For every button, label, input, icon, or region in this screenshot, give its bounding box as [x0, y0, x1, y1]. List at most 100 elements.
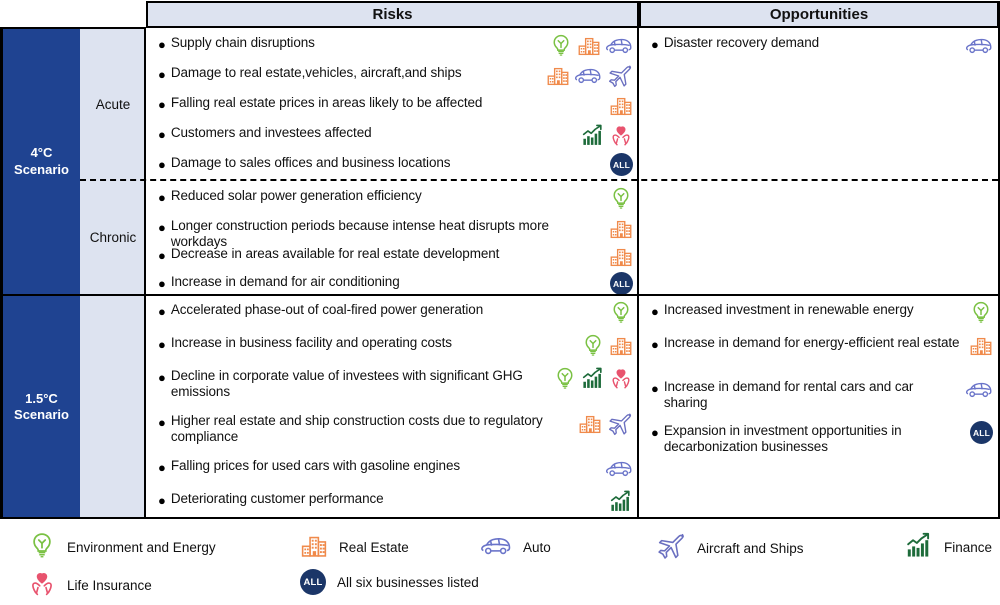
real-estate-icon	[610, 248, 632, 267]
list-item-text: Customers and investees affected	[170, 125, 372, 140]
list-item[interactable]: ●Supply chain disruptions	[146, 34, 639, 65]
legend-label-real-estate: Real Estate	[339, 540, 409, 555]
column-header-risks-label: Risks	[372, 6, 413, 23]
scenario-4c-line1: 4°C	[30, 145, 53, 161]
legend: Environment and Energy	[0, 519, 1000, 605]
environment-energy-icon	[973, 301, 989, 323]
business-icon-group: ALL	[610, 272, 633, 295]
rule-bottom	[0, 517, 1000, 519]
legend-label-all: All six businesses listed	[337, 574, 479, 590]
business-icon-group: ALL	[610, 153, 633, 176]
aircraft-ships-icon	[658, 533, 684, 559]
list-item[interactable]: ●Damage to sales offices and business lo…	[146, 153, 639, 186]
bullet-icon: ●	[651, 337, 659, 352]
risks-1-5c-list: ●Accelerated phase-out of coal-fired pow…	[146, 296, 639, 518]
aircraft-ships-icon	[608, 413, 632, 436]
opportunities-1-5c-list: ● Increased investment in renewable energ…	[639, 296, 999, 518]
list-item[interactable]: ● Damage to real estate,vehicles, aircraf…	[146, 65, 639, 95]
list-item[interactable]: ●Increase in business facility and opera…	[146, 333, 639, 368]
all-businesses-icon: ALL	[300, 569, 326, 595]
list-item-text: Increased investment in renewable energy	[663, 302, 914, 317]
list-item[interactable]: ●Increase in demand for air conditioning…	[146, 272, 639, 302]
column-header-opportunities-label: Opportunities	[769, 6, 869, 23]
list-item[interactable]: ●Longer construction periods because int…	[146, 218, 639, 249]
list-item[interactable]: ●Disaster recovery demand	[639, 35, 999, 65]
rule-scenario-split	[0, 294, 1000, 296]
legend-label-aircraft: Aircraft and Ships	[697, 541, 804, 556]
list-item[interactable]: ● Customers and investees affected	[146, 123, 639, 155]
auto-icon	[574, 68, 601, 84]
bullet-icon: ●	[651, 381, 659, 396]
environment-energy-icon	[585, 334, 601, 356]
bullet-icon: ●	[651, 425, 659, 440]
risks-4c-panel: ● Supply chain disruptions	[146, 29, 639, 295]
list-item[interactable]: ●Increase in demand for rental cars and …	[639, 379, 999, 423]
business-icon-group	[581, 123, 633, 147]
list-item[interactable]: ●Expansion in investment opportunities i…	[639, 421, 999, 467]
list-item[interactable]: ●Accelerated phase-out of coal-fired pow…	[146, 301, 639, 335]
list-item-text: Supply chain disruptions	[170, 35, 315, 50]
auto-icon	[480, 531, 512, 564]
list-item-text: Disaster recovery demand	[663, 35, 820, 50]
life-insurance-icon	[28, 569, 56, 602]
scenario-1-5c-line1: 1.5°C	[25, 390, 58, 406]
environment-energy-icon	[33, 533, 51, 558]
list-item[interactable]: ●Reduced solar power generation efficien…	[146, 186, 639, 218]
business-icon-group	[609, 244, 633, 268]
legend-item-aircraft: Aircraft and Ships	[655, 531, 804, 566]
finance-icon	[582, 367, 602, 388]
list-item[interactable]: ●Higher real estate and ship constructio…	[146, 413, 639, 458]
business-icon-group: ALL	[970, 421, 993, 444]
list-item-text: Increase in demand for energy-efficient …	[663, 335, 960, 350]
rule-left	[0, 27, 2, 519]
column-header-opportunities: Opportunities	[639, 1, 999, 28]
bullet-icon: ●	[158, 460, 166, 475]
list-item-text: Increase in demand for air conditioning	[170, 274, 400, 289]
list-item[interactable]: ●Increased investment in renewable energ…	[639, 301, 999, 335]
list-item-text: Reduced solar power generation efficienc…	[170, 188, 422, 203]
auto-icon	[965, 38, 992, 54]
business-icon-group	[609, 186, 633, 210]
auto-icon	[481, 537, 511, 555]
list-item-text: Decline in corporate value of investees …	[170, 368, 523, 399]
opportunities-4c-panel: ●Disaster recovery demand	[639, 29, 999, 294]
real-estate-icon	[579, 415, 601, 434]
list-item[interactable]: ●Decrease in areas available for real es…	[146, 246, 639, 274]
list-item-text: Damage to sales offices and business loc…	[170, 155, 451, 170]
bullet-icon: ●	[158, 127, 166, 142]
auto-icon	[605, 38, 632, 54]
scenario-1-5c-line2: Scenario	[14, 407, 69, 422]
business-icon-group	[965, 33, 993, 57]
legend-item-all: ALL All six businesses listed	[300, 569, 479, 595]
finance-icon	[905, 531, 933, 564]
list-item-text: Damage to real estate,vehicles, aircraft…	[170, 65, 462, 80]
life-insurance-icon	[612, 126, 630, 146]
list-item[interactable]: ●Decline in corporate value of investees…	[146, 367, 639, 413]
business-icon-group	[581, 333, 633, 357]
list-item-text: Higher real estate and ship construction…	[170, 413, 543, 444]
category-label-transition	[80, 296, 146, 518]
business-icon-group	[609, 93, 633, 117]
rule-right	[998, 1, 1000, 519]
environment-energy-icon	[553, 34, 569, 56]
environment-energy-icon	[28, 531, 56, 564]
aircraft-ships-icon	[655, 531, 686, 566]
list-item[interactable]: ●Falling real estate prices in areas lik…	[146, 95, 639, 125]
business-icon-group	[605, 456, 633, 480]
list-item[interactable]: ● Increase in demand for energy-efficient…	[639, 335, 999, 379]
bullet-icon: ●	[158, 220, 166, 235]
finance-icon	[610, 490, 630, 511]
list-item-text: Deteriorating customer performance	[170, 491, 384, 506]
category-acute-text: Acute	[95, 97, 131, 112]
all-businesses-icon: ALL	[610, 153, 633, 176]
business-icon-group	[969, 333, 993, 357]
finance-icon	[582, 124, 602, 145]
life-insurance-icon	[612, 369, 630, 389]
bullet-icon: ●	[158, 67, 166, 82]
category-label-chronic: Chronic	[80, 180, 146, 294]
list-item-text: Decrease in areas available for real est…	[170, 246, 500, 261]
list-item[interactable]: ●Deteriorating customer performance	[146, 490, 639, 524]
list-item[interactable]: ●Falling prices for used cars with gasol…	[146, 458, 639, 491]
rule-col-category-right	[144, 27, 146, 519]
